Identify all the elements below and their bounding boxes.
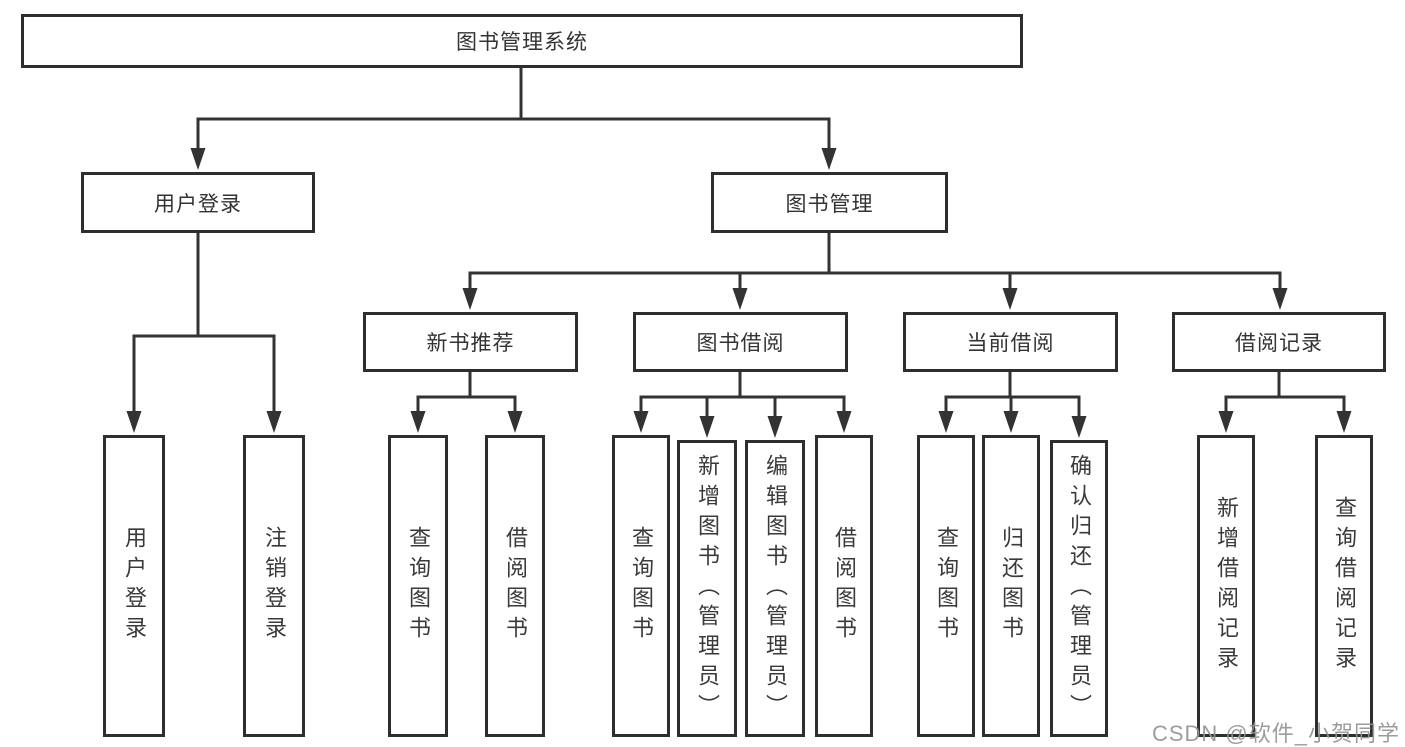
node-label: 借阅图书 xyxy=(832,526,857,646)
node-root: 图书管理系统 xyxy=(21,14,1023,68)
node-user-login-leaf: 用户登录 xyxy=(103,435,165,737)
node-label: 新增图书（管理员） xyxy=(695,453,720,724)
node-label: 查询图书 xyxy=(629,526,654,646)
node-borrow-books-leaf: 借阅图书 xyxy=(815,435,873,737)
node-new-book-recommendation: 新书推荐 xyxy=(363,312,578,372)
node-confirm-return-admin: 确认归还（管理员） xyxy=(1050,440,1108,737)
node-query-borrow-record: 查询借阅记录 xyxy=(1315,435,1373,737)
node-label: 用户登录 xyxy=(154,192,242,216)
node-label: 确认归还（管理员） xyxy=(1067,453,1092,724)
node-add-books-admin: 新增图书（管理员） xyxy=(677,440,737,737)
node-label: 借阅记录 xyxy=(1235,332,1323,355)
node-add-borrow-record: 新增借阅记录 xyxy=(1197,435,1255,737)
node-label: 编辑图书（管理员） xyxy=(763,453,788,724)
node-book-management: 图书管理 xyxy=(711,172,948,233)
node-query-books-borrowing: 查询图书 xyxy=(612,435,670,737)
node-user-login: 用户登录 xyxy=(81,172,315,233)
node-label: 查询借阅记录 xyxy=(1332,496,1357,676)
node-label: 当前借阅 xyxy=(966,332,1055,355)
node-label: 查询图书 xyxy=(406,526,431,646)
node-label: 新增借阅记录 xyxy=(1214,496,1239,676)
node-label: 用户登录 xyxy=(122,526,147,646)
node-logout-leaf: 注销登录 xyxy=(243,435,305,737)
node-query-books-current: 查询图书 xyxy=(917,435,975,737)
node-edit-books-admin: 编辑图书（管理员） xyxy=(745,440,805,737)
node-label: 图书借阅 xyxy=(696,332,785,355)
node-label: 归还图书 xyxy=(999,526,1024,646)
node-label: 图书管理系统 xyxy=(456,31,588,54)
node-current-borrowing: 当前借阅 xyxy=(903,312,1118,372)
node-label: 查询图书 xyxy=(934,526,959,646)
node-book-borrowing: 图书借阅 xyxy=(633,312,848,372)
node-borrowing-records: 借阅记录 xyxy=(1172,312,1386,372)
node-label: 新书推荐 xyxy=(426,332,515,355)
node-label: 图书管理 xyxy=(785,192,874,216)
node-label: 注销登录 xyxy=(262,526,287,646)
watermark: CSDN @软件_小贺同学 xyxy=(1151,721,1400,746)
node-label: 借阅图书 xyxy=(503,526,528,646)
node-borrow-books-recommend: 借阅图书 xyxy=(485,435,545,737)
node-query-books-recommend: 查询图书 xyxy=(388,435,448,737)
node-return-books: 归还图书 xyxy=(982,435,1040,737)
